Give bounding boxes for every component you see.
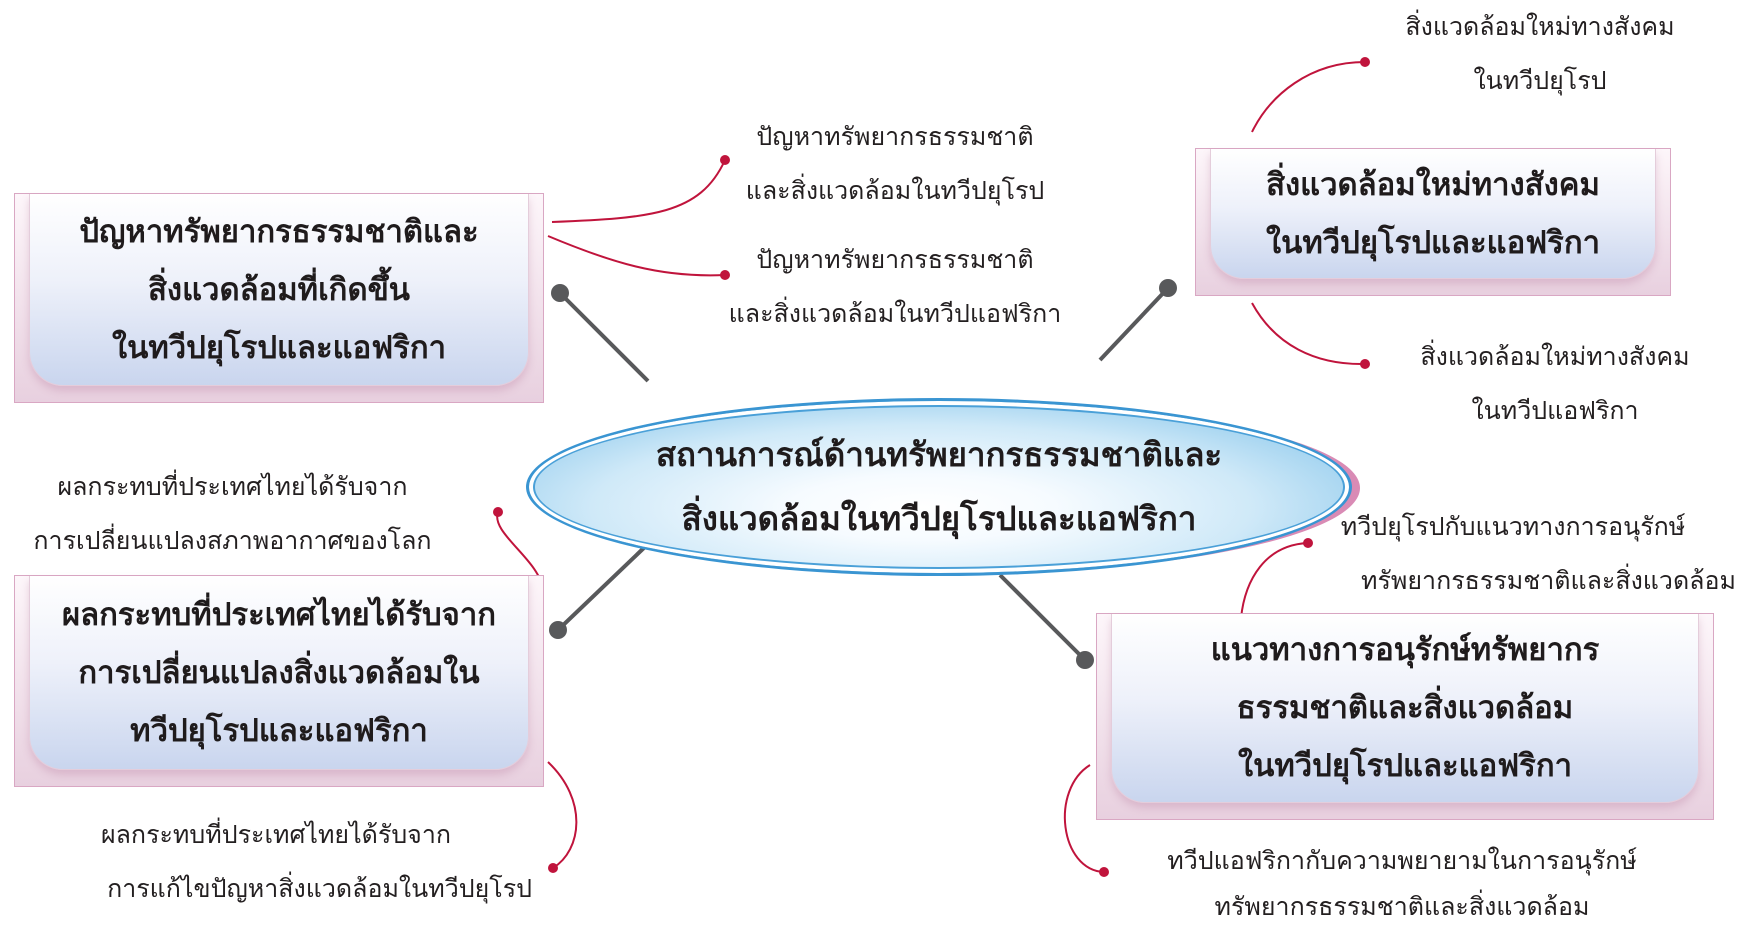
center-topic: สถานการณ์ด้านทรัพยากรธรรมชาติและ สิ่งแวด… [526, 398, 1352, 576]
connector-bottom-left [556, 542, 650, 632]
sub-connector-dots [493, 57, 1370, 877]
connector-top-right [1098, 286, 1170, 362]
center-title-line-2: สิ่งแวดล้อมในทวีปยุโรปและแอฟริกา [681, 499, 1197, 538]
connector-top-left [558, 291, 650, 383]
sub-connector-br-2 [1063, 764, 1105, 873]
sub-connector-bl-2 [547, 761, 578, 869]
branch-box-top-right: สิ่งแวดล้อมใหม่ทางสังคม ในทวีปยุโรปและแอ… [1195, 148, 1671, 296]
branch-title-line: ผลกระทบที่ประเทศไทยได้รับจาก [61, 596, 497, 633]
subtopic-br-1: ทวีปยุโรปกับแนวทางการอนุรักษ์ ทรัพยากรธร… [1290, 500, 1736, 608]
connector-dot-top-left [551, 284, 569, 302]
subtopic-line: การแก้ไขปัญหาสิ่งแวดล้อมในทวีปยุโรป [107, 874, 532, 903]
branch-box-top-right-panel: สิ่งแวดล้อมใหม่ทางสังคม ในทวีปยุโรปและแอ… [1210, 149, 1656, 279]
branch-title-line: ในทวีปยุโรปและแอฟริกา [1238, 748, 1572, 784]
subtopic-tr-1: สิ่งแวดล้อมใหม่ทางสังคม ในทวีปยุโรป [1355, 0, 1725, 108]
sub-dot-br-2 [1099, 867, 1109, 877]
subtopic-tl-1: ปัญหาทรัพยากรธรรมชาติ และสิ่งแวดล้อมในทว… [705, 110, 1085, 218]
connector-dot-top-right [1159, 279, 1177, 297]
connector-dot-bottom-left [549, 621, 567, 639]
center-title-line-1: สถานการณ์ด้านทรัพยากรธรรมชาติและ [655, 435, 1223, 474]
subtopic-line: ในทวีปแอฟริกา [1471, 396, 1639, 425]
sub-connector-tr-1 [1251, 61, 1366, 133]
subtopic-line: ทวีปแอฟริกากับความพยายามในการอนุรักษ์ [1167, 846, 1637, 875]
branch-title-line: ในทวีปยุโรปและแอฟริกา [1266, 224, 1600, 261]
subtopic-line: และสิ่งแวดล้อมในทวีปแอฟริกา [728, 299, 1062, 328]
branch-title-line: การเปลี่ยนแปลงสิ่งแวดล้อมใน [78, 654, 480, 691]
sub-dot-tr-2 [1360, 359, 1370, 369]
subtopic-line: ผลกระทบที่ประเทศไทยได้รับจาก [57, 472, 408, 501]
branch-box-bottom-left-panel: ผลกระทบที่ประเทศไทยได้รับจาก การเปลี่ยนแ… [29, 576, 529, 770]
branch-box-bottom-right: แนวทางการอนุรักษ์ทรัพยากร ธรรมชาติและสิ่… [1096, 613, 1714, 820]
subtopic-bl-1: ผลกระทบที่ประเทศไทยได้รับจาก การเปลี่ยนแ… [0, 460, 465, 568]
branch-box-bottom-right-panel: แนวทางการอนุรักษ์ทรัพยากร ธรรมชาติและสิ่… [1111, 614, 1699, 803]
branch-title-line: ปัญหาทรัพยากรธรรมชาติและ [79, 213, 479, 250]
subtopic-line: การเปลี่ยนแปลงสภาพอากาศของโลก [33, 526, 432, 555]
main-connectors [549, 279, 1177, 669]
sub-connector-tl-1 [551, 159, 726, 223]
branch-title-line: สิ่งแวดล้อมที่เกิดขึ้น [148, 271, 410, 308]
subtopic-br-2: ทวีปแอฟริกากับความพยายามในการอนุรักษ์ ทร… [1112, 838, 1692, 930]
branch-box-bottom-left: ผลกระทบที่ประเทศไทยได้รับจาก การเปลี่ยนแ… [14, 575, 544, 787]
subtopic-line: สิ่งแวดล้อมใหม่ทางสังคม [1405, 12, 1675, 41]
subtopic-line: ทรัพยากรธรรมชาติและสิ่งแวดล้อม [1214, 892, 1590, 921]
subtopic-line: ปัญหาทรัพยากรธรรมชาติ [756, 122, 1034, 151]
branch-title-line: ธรรมชาติและสิ่งแวดล้อม [1236, 690, 1574, 726]
branch-title-line: ในทวีปยุโรปและแอฟริกา [112, 329, 446, 366]
subtopic-tr-2: สิ่งแวดล้อมใหม่ทางสังคม ในทวีปแอฟริกา [1375, 330, 1735, 438]
sub-dot-tl-1 [720, 155, 730, 165]
subtopic-line: ทวีปยุโรปกับแนวทางการอนุรักษ์ [1340, 512, 1686, 541]
subtopic-line: ผลกระทบที่ประเทศไทยได้รับจาก [100, 820, 452, 849]
sub-dot-bl-1 [493, 507, 503, 517]
connector-dot-bottom-right [1076, 651, 1094, 669]
branch-title-line: สิ่งแวดล้อมใหม่ทางสังคม [1266, 166, 1600, 203]
branch-box-top-left-panel: ปัญหาทรัพยากรธรรมชาติและ สิ่งแวดล้อมที่เ… [29, 194, 529, 386]
sub-dot-br-1 [1303, 538, 1313, 548]
subtopic-line: ทรัพยากรธรรมชาติและสิ่งแวดล้อม [1361, 566, 1736, 595]
branch-title-line: แนวทางการอนุรักษ์ทรัพยากร [1210, 632, 1600, 668]
branch-box-top-left: ปัญหาทรัพยากรธรรมชาติและ สิ่งแวดล้อมที่เ… [14, 193, 544, 403]
sub-connector-br-1 [1240, 542, 1309, 619]
sub-dot-tl-2 [720, 270, 730, 280]
sub-dot-bl-2 [548, 863, 558, 873]
subtopic-line: และสิ่งแวดล้อมในทวีปยุโรป [745, 176, 1045, 205]
sub-connector-tr-2 [1251, 302, 1366, 366]
subtopic-line: ปัญหาทรัพยากรธรรมชาติ [756, 245, 1034, 274]
branch-title-line: ทวีปยุโรปและแอฟริกา [130, 712, 428, 749]
sub-connectors [496, 61, 1366, 873]
subtopic-line: ในทวีปยุโรป [1473, 66, 1607, 95]
subtopic-line: สิ่งแวดล้อมใหม่ทางสังคม [1420, 342, 1690, 371]
sub-connector-tl-2 [547, 235, 726, 277]
subtopic-tl-2: ปัญหาทรัพยากรธรรมชาติ และสิ่งแวดล้อมในทว… [690, 233, 1100, 341]
subtopic-bl-2: ผลกระทบที่ประเทศไทยได้รับจาก การแก้ไขปัญ… [20, 808, 532, 916]
sub-dot-tr-1 [1360, 57, 1370, 67]
connector-bottom-right [998, 573, 1087, 662]
